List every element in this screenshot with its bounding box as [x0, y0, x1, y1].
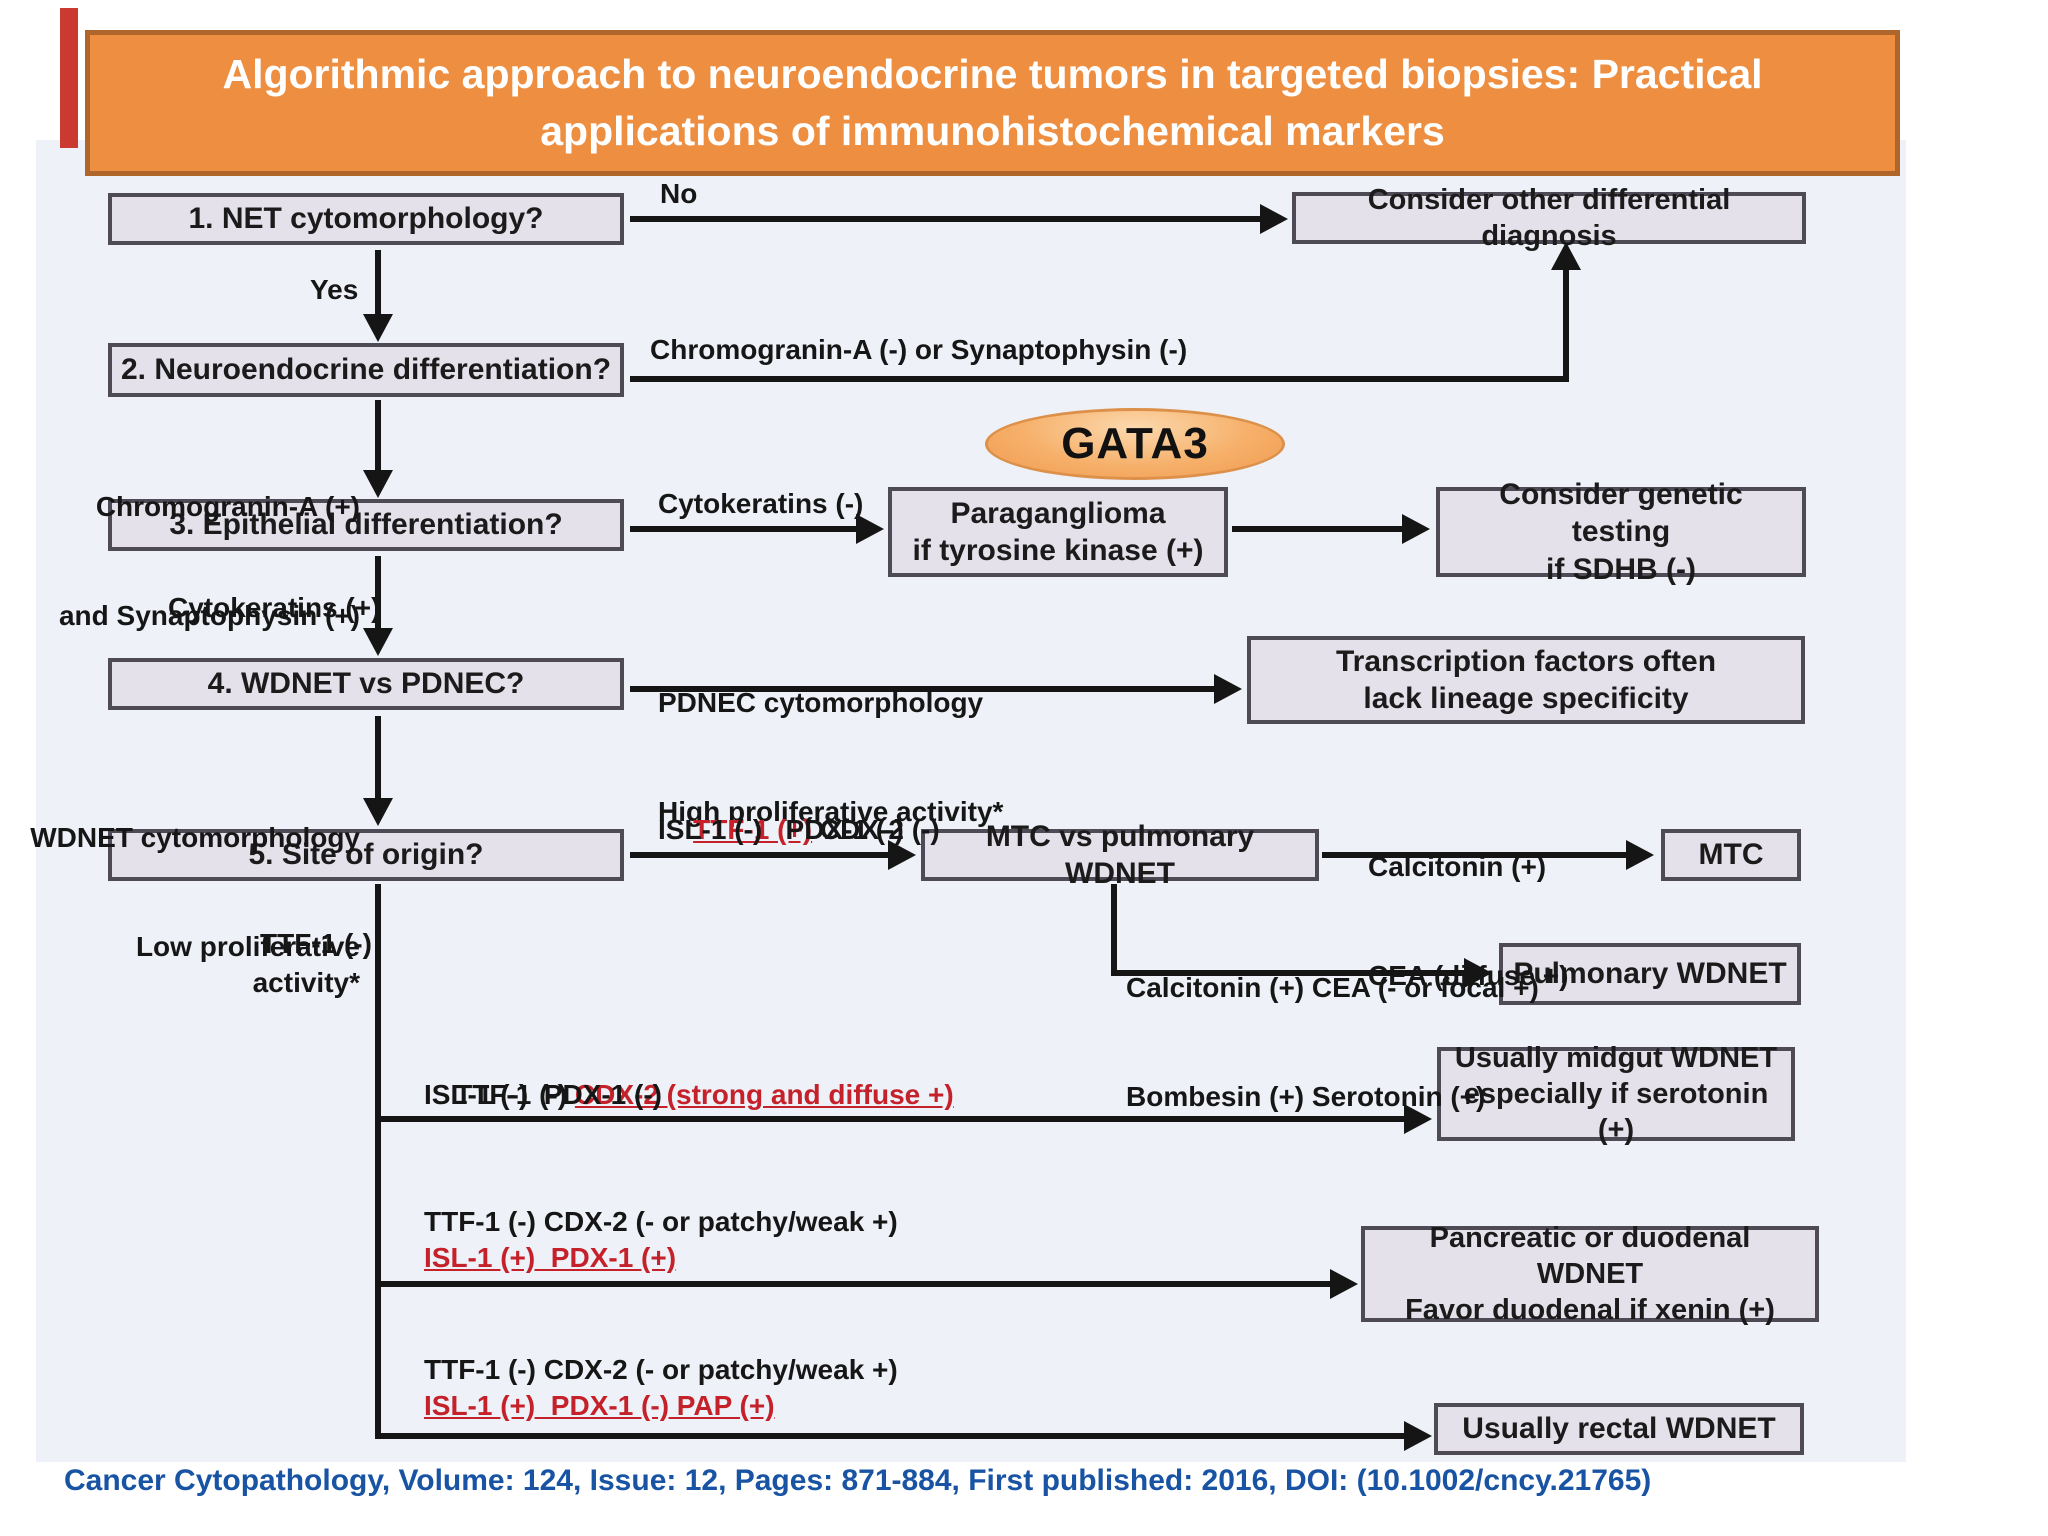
step2-box: 2. Neuroendocrine differentiation?: [108, 343, 624, 397]
page-title: Algorithmic approach to neuroendocrine t…: [222, 50, 1763, 154]
arrow-pancreatic-line: [378, 1281, 1330, 1287]
arrow-pulmonary-vline: [1111, 884, 1117, 976]
label-cytokeratins-positive: Cytokeratins (+): [168, 592, 381, 623]
gata3-label: GATA3: [1061, 419, 1209, 468]
title-banner: Algorithmic approach to neuroendocrine t…: [85, 30, 1900, 176]
arrow-mtc-head: [1626, 840, 1654, 870]
arrow-wdnet-line: [375, 716, 381, 800]
other-diagnosis-box: Consider other differential diagnosis: [1292, 184, 1806, 252]
arrow-mtc-line: [1322, 852, 1626, 858]
label-mtc-branch-line1: TTF-1 (+) CDX-2 (-): [693, 814, 940, 846]
step1-box: 1. NET cytomorphology?: [108, 193, 624, 245]
arrow-chromoneg-vline: [1563, 268, 1569, 382]
step4-box: 4. WDNET vs PDNEC?: [108, 658, 624, 710]
arrow-wdnet-head: [363, 798, 393, 826]
arrow-genetic-line: [1232, 526, 1402, 532]
label-midgut-line1: TTF-1 (-) CDX-2 (strong and diffuse +): [455, 1079, 954, 1111]
arrow-midgut-head: [1404, 1104, 1432, 1134]
arrow-yes-head: [363, 314, 393, 342]
label-cytokeratins-negative: Cytokeratins (-): [658, 488, 864, 519]
pancreatic-duodenal-box: Pancreatic or duodenal WDNET Favor duode…: [1361, 1222, 1819, 1326]
midgut-wdnet-box: Usually midgut WDNET especially if serot…: [1437, 1042, 1795, 1146]
label-ttf1-negative: TTF-1 (-): [260, 928, 372, 959]
label-midgut-line2: ISL-1 (-) PDX-1 (-): [424, 1079, 662, 1110]
arrow-chromopos-line: [375, 400, 381, 472]
transcription-factors-box: Transcription factors often lack lineage…: [1247, 636, 1805, 724]
label-no: No: [660, 178, 698, 209]
arrow-mtcvs-line: [630, 852, 888, 858]
red-accent-bar: [60, 8, 78, 148]
label-chromogranin-negative: Chromogranin-A (-) or Synaptophysin (-): [650, 334, 1188, 365]
label-mtc-branch-line2: ISL-1 (-) PDX-1 (-): [658, 814, 904, 845]
label-pancreatic-line1: TTF-1 (-) CDX-2 (- or patchy/weak +): [424, 1206, 898, 1237]
arrow-no-line: [630, 216, 1260, 222]
arrow-pdnec-line: [630, 686, 1214, 692]
label-pancreatic-line2: ISL-1 (+) PDX-1 (+): [424, 1242, 677, 1273]
arrow-rectal-head: [1404, 1421, 1432, 1451]
label-pulmonary-markers: Calcitonin (+) CEA (- or focal +) Bombes…: [1126, 971, 1539, 1112]
label-wdnet: WDNET cytomorphology Low proliferative a…: [30, 821, 360, 999]
label-rectal-line2: ISL-1 (+) PDX-1 (-) PAP (+): [424, 1390, 775, 1421]
citation: Cancer Cytopathology, Volume: 124, Issue…: [64, 1464, 1652, 1497]
arrow-chromopos-head: [363, 470, 393, 498]
gata3-ellipse: GATA3: [985, 408, 1285, 480]
arrow-rectal-line: [378, 1433, 1404, 1439]
arrow-ckpos-head: [363, 628, 393, 656]
arrow-pulmonary-head: [1464, 958, 1492, 988]
step3-box: 3. Epithelial differentiation?: [108, 499, 624, 551]
arrow-pancreatic-head: [1330, 1269, 1358, 1299]
arrow-genetic-head: [1402, 514, 1430, 544]
arrow-pulmonary-hline: [1111, 970, 1464, 976]
arrow-midgut-line: [378, 1116, 1404, 1122]
mtc-box: MTC: [1661, 829, 1801, 881]
paraganglioma-box: Paraganglioma if tyrosine kinase (+): [888, 487, 1228, 577]
genetic-testing-box: Consider genetic testing if SDHB (-): [1436, 478, 1806, 586]
arrow-no-head: [1260, 204, 1288, 234]
step5-box: 5. Site of origin?: [108, 829, 624, 881]
trunk-line: [375, 884, 381, 1439]
label-chromogranin-positive: Chromogranin-A (+) and Synaptophysin (+): [58, 490, 360, 631]
arrow-ckpos-line: [375, 556, 381, 630]
arrow-mtcvs-head: [888, 840, 916, 870]
label-rectal-line1: TTF-1 (-) CDX-2 (- or patchy/weak +): [424, 1354, 898, 1385]
arrow-ckneg-line: [630, 526, 856, 532]
rectal-wdnet-box: Usually rectal WDNET: [1434, 1403, 1804, 1455]
arrow-yes-line: [375, 250, 381, 318]
arrow-chromoneg-hline: [630, 376, 1569, 382]
arrow-pdnec-head: [1214, 674, 1242, 704]
mtc-vs-pulmonary-box: MTC vs pulmonary WDNET: [921, 820, 1319, 890]
arrow-chromoneg-head: [1551, 242, 1581, 270]
pulmonary-wdnet-box: Pulmonary WDNET: [1499, 943, 1801, 1005]
label-yes: Yes: [310, 274, 359, 305]
arrow-ckneg-head: [856, 514, 884, 544]
